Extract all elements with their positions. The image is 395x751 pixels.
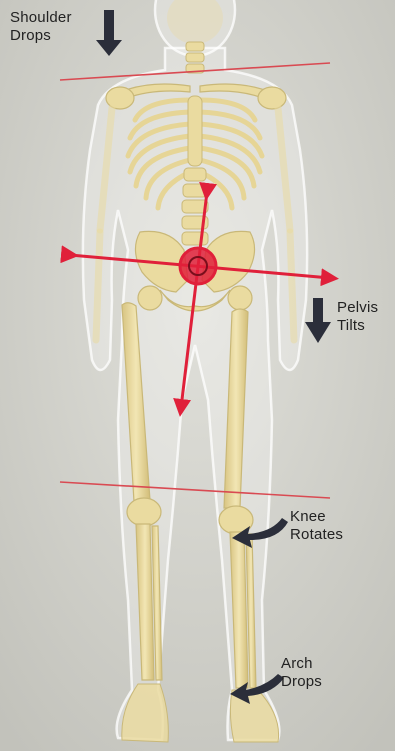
shoulder-drops-label: Shoulder Drops	[10, 9, 72, 45]
arch-label-line1: Arch	[281, 655, 322, 673]
knee-label-line1: Knee	[290, 508, 343, 526]
knee-label-line2: Rotates	[290, 526, 343, 544]
pelvis-label-line1: Pelvis	[337, 299, 378, 317]
arch-drops-label: Arch Drops	[281, 655, 322, 691]
sternum	[188, 96, 202, 166]
pelvis-tilts-label: Pelvis Tilts	[337, 299, 378, 335]
shoulder-label-line2: Drops	[10, 27, 72, 45]
knee-rotates-label: Knee Rotates	[290, 508, 343, 544]
shoulder-label-line1: Shoulder	[10, 9, 72, 27]
arch-label-line2: Drops	[281, 673, 322, 691]
pelvis-label-line2: Tilts	[337, 317, 378, 335]
